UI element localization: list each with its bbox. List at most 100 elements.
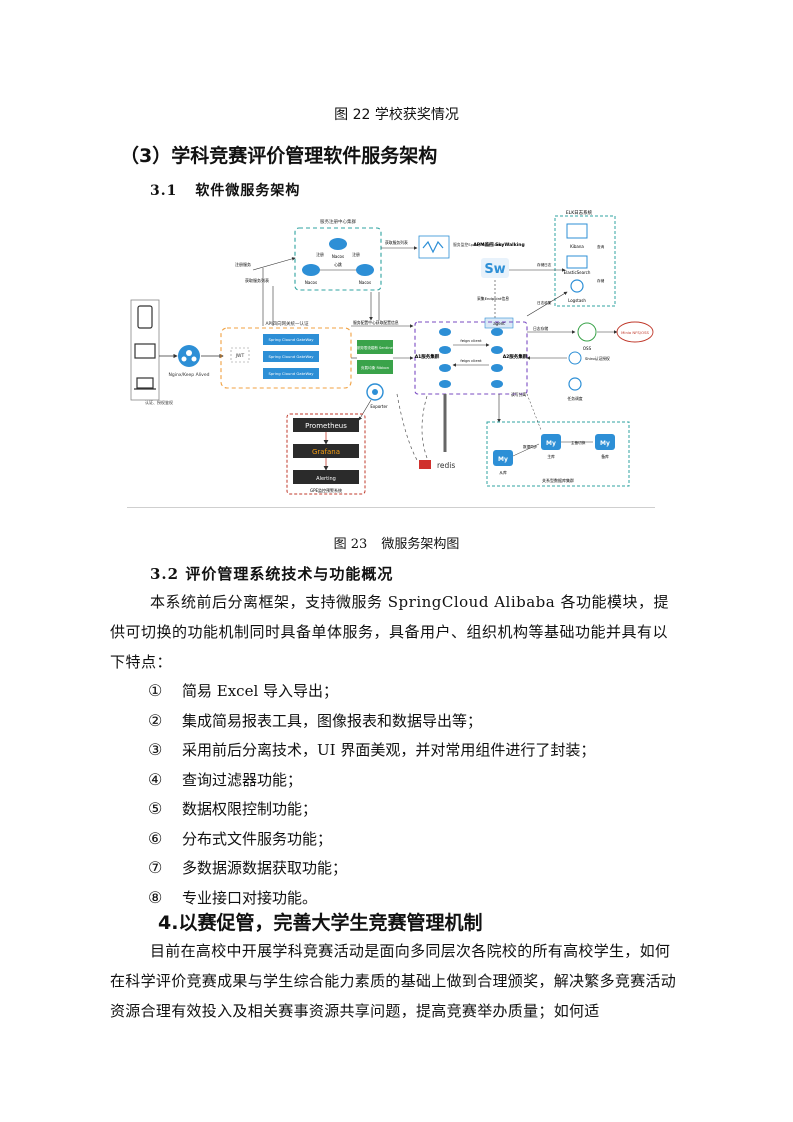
list-text: 多数据源数据获取功能； bbox=[182, 859, 348, 878]
minio-label: Minio NFS/OSS bbox=[621, 330, 649, 335]
list-marker: ② bbox=[148, 710, 163, 730]
registry-title: 服务注册中心集群 bbox=[320, 218, 356, 225]
list-text: 集成简易报表工具，图像报表和数据导出等； bbox=[182, 711, 483, 730]
section-4-heading: 4.以赛促管，完善大学生竞赛管理机制 bbox=[158, 912, 483, 934]
exporter-node bbox=[366, 383, 384, 401]
microservice-architecture-diagram: Nginx/Keep Alived API四向网关统一认证 JWT Spring… bbox=[130, 209, 654, 495]
fetch-list-label: 获取服务列表 bbox=[385, 240, 408, 245]
db-title: 关系型数据库集群 bbox=[542, 477, 574, 483]
oss-label: OSS bbox=[583, 346, 592, 351]
svg-text:Nacos: Nacos bbox=[305, 280, 317, 285]
list-marker: ⑤ bbox=[148, 799, 163, 819]
monitor-title: GPE监控预警系统 bbox=[310, 487, 342, 493]
db-nodes: My 从库 My 主库 My 备库 bbox=[493, 434, 615, 475]
list-marker: ③ bbox=[148, 740, 163, 760]
svg-text:日志存储: 日志存储 bbox=[533, 326, 548, 331]
prometheus-box bbox=[293, 418, 359, 432]
svg-text:feign client: feign client bbox=[460, 338, 482, 343]
svg-text:查询: 查询 bbox=[597, 244, 605, 249]
svg-text:Spring Clound GateWay: Spring Clound GateWay bbox=[268, 371, 314, 376]
service-nodes bbox=[439, 328, 503, 388]
agent-label: agent bbox=[493, 321, 505, 326]
list-marker: ⑧ bbox=[148, 887, 163, 907]
svg-text:Spring Clound GateWay: Spring Clound GateWay bbox=[268, 337, 314, 342]
jwt-label: JWT bbox=[235, 353, 245, 359]
svg-text:从库: 从库 bbox=[499, 470, 507, 475]
list-item: ⑤ 数据权限控制功能； bbox=[148, 794, 668, 824]
redis-label: redis bbox=[437, 461, 455, 470]
agent-collect-label: 采集Endpoint信息 bbox=[477, 296, 509, 301]
read-write-label: 读写分离 bbox=[511, 392, 526, 397]
svg-text:备库: 备库 bbox=[601, 454, 609, 459]
list-item: ③ 采用前后分离技术，UI 界面美观，并对常用组件进行了封装； bbox=[148, 735, 668, 765]
apm-title: APM监控 SkyWalking bbox=[473, 241, 524, 248]
svg-text:Nacos: Nacos bbox=[359, 280, 371, 285]
gateway-box bbox=[220, 327, 352, 389]
gateway-title: API四向网关统一认证 bbox=[265, 320, 309, 327]
task-label: 任务调度 bbox=[567, 396, 582, 401]
svg-text:Exporter: Exporter bbox=[370, 404, 388, 409]
list-item: ② 集成简易报表工具，图像报表和数据导出等； bbox=[148, 706, 668, 736]
list-text: 采用前后分离技术，UI 界面美观，并对常用组件进行了封装； bbox=[182, 741, 596, 760]
list-text: 查询过滤器功能； bbox=[182, 770, 303, 789]
section-3-heading: （3）学科竞赛评价管理软件服务架构 bbox=[120, 145, 438, 167]
fetch-register-label: 获取服务列表 bbox=[245, 277, 269, 283]
elk-box bbox=[554, 215, 616, 307]
monitor-box bbox=[286, 413, 366, 495]
svg-text:Kibana: Kibana bbox=[570, 244, 584, 249]
svg-text:Spring Clound GateWay: Spring Clound GateWay bbox=[268, 354, 314, 359]
svg-text:Grafana: Grafana bbox=[312, 448, 340, 456]
svg-text:数据同步: 数据同步 bbox=[523, 444, 538, 449]
list-text: 专业接口对接功能。 bbox=[182, 888, 318, 907]
svg-text:注册: 注册 bbox=[352, 252, 360, 257]
svg-text:负载均衡 Ribbon: 负载均衡 Ribbon bbox=[361, 365, 389, 370]
svg-text:注册: 注册 bbox=[316, 252, 324, 257]
redis-icon bbox=[419, 460, 431, 469]
svg-text:心跳: 心跳 bbox=[334, 262, 342, 267]
list-marker: ④ bbox=[148, 769, 163, 789]
list-text: 分布式文件服务功能； bbox=[182, 829, 333, 848]
svg-text:存储: 存储 bbox=[597, 278, 605, 283]
svg-text:ElasticSearch: ElasticSearch bbox=[564, 270, 591, 275]
apm-node: APM监控 SkyWalking Sw bbox=[473, 241, 525, 278]
boot-admin-node: 服务监控Spring Boot Admin bbox=[418, 235, 504, 259]
section-4-paragraph: 目前在高校中开展学科竞赛活动是面向多同层次各院校的所有高校学生，如何在科学评价竞… bbox=[110, 942, 677, 1020]
intro-paragraph: 本系统前后分离框架，支持微服务 SpringCloud Alibaba 各功能模… bbox=[110, 593, 669, 671]
subsection-3-1-heading: 3.1 软件微服务架构 bbox=[150, 180, 300, 200]
list-item: ⑥ 分布式文件服务功能； bbox=[148, 824, 668, 854]
figure-bottom-rule bbox=[127, 507, 655, 508]
gateway-3 bbox=[263, 368, 319, 379]
gateway-2 bbox=[263, 351, 319, 362]
register-service-label: 注册服务 bbox=[235, 261, 251, 267]
list-item: ⑧ 专业接口对接功能。 bbox=[148, 883, 668, 913]
shiro-label: Shiro认证授权 bbox=[585, 356, 610, 361]
figure-23-title: 微服务架构图 bbox=[381, 537, 460, 552]
svg-text:主库: 主库 bbox=[547, 454, 555, 459]
cluster-a1-label: A1服务集群 bbox=[415, 353, 440, 360]
list-marker: ① bbox=[148, 681, 163, 701]
figure-22-caption: 图 22 学校获奖情况 bbox=[334, 107, 459, 123]
db-cluster-box bbox=[486, 421, 630, 487]
nginx-label: Nginx/Keep Alived bbox=[169, 372, 210, 378]
svg-text:My: My bbox=[600, 440, 610, 447]
alerting-box bbox=[293, 470, 359, 484]
nginx-node: Nginx/Keep Alived bbox=[169, 345, 210, 378]
svg-text:Nacos: Nacos bbox=[332, 254, 344, 259]
list-text: 数据权限控制功能； bbox=[182, 800, 318, 819]
svg-text:存储日志: 存储日志 bbox=[537, 262, 552, 267]
svg-text:My: My bbox=[498, 456, 508, 463]
subsection-title: 软件微服务架构 bbox=[195, 183, 301, 199]
list-marker: ⑥ bbox=[148, 828, 163, 848]
gateway-1 bbox=[263, 334, 319, 345]
list-item: ④ 查询过滤器功能； bbox=[148, 765, 668, 795]
elk-title: ELK日志系统 bbox=[566, 209, 593, 216]
svg-text:日志收集: 日志收集 bbox=[537, 300, 552, 305]
subsection-3-2-heading: 3.2 评价管理系统技术与功能概况 bbox=[150, 565, 394, 583]
subsection-number: 3.1 bbox=[150, 183, 178, 199]
sentinel-box bbox=[357, 340, 393, 354]
grafana-box bbox=[293, 444, 359, 458]
